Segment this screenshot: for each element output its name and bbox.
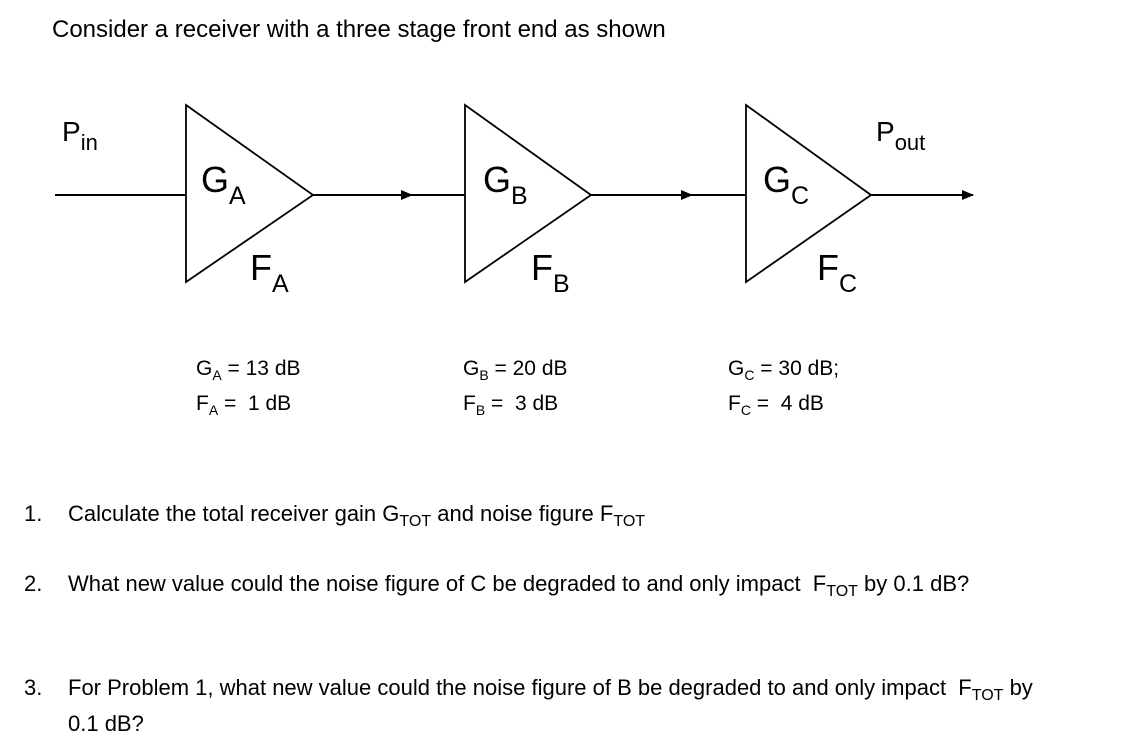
nf-c-sub: C xyxy=(839,270,858,298)
subscript: TOT xyxy=(826,583,858,600)
param-base: F xyxy=(196,392,209,415)
pout-label: Pout xyxy=(876,116,925,154)
nf-b-label: FB xyxy=(531,247,570,297)
question-3: 3. For Problem 1, what new value could t… xyxy=(24,671,1064,740)
pout-sub: out xyxy=(894,130,926,155)
subscript: TOT xyxy=(399,513,432,530)
question-text: Calculate the total receiver gain GTOT a… xyxy=(68,497,1114,533)
pin-sub: in xyxy=(80,130,98,155)
question-1: 1. Calculate the total receiver gain GTO… xyxy=(24,497,1114,533)
nf-c-base: F xyxy=(817,247,839,288)
param-nf-b: FB = 3 dB xyxy=(463,387,568,422)
param-gain-c: GC = 30 dB; xyxy=(728,352,839,387)
nf-b-sub: B xyxy=(553,270,570,298)
gain-c-base: G xyxy=(763,159,792,200)
param-sub: A xyxy=(212,367,222,383)
gain-a-label: GA xyxy=(201,159,246,209)
param-nf-c: FC = 4 dB xyxy=(728,387,839,422)
param-sub: B xyxy=(479,367,489,383)
question-2: 2. What new value could the noise figure… xyxy=(24,567,1104,603)
param-value: = 4 dB xyxy=(750,392,824,415)
subscript: TOT xyxy=(613,513,646,530)
params-stage-c: GC = 30 dB; FC = 4 dB xyxy=(728,352,839,422)
param-base: G xyxy=(463,357,480,380)
gain-b-sub: B xyxy=(511,182,528,210)
param-gain-a: GA = 13 dB xyxy=(196,352,301,387)
param-value: = 3 dB xyxy=(485,392,559,415)
param-base: F xyxy=(728,392,741,415)
nf-c-label: FC xyxy=(817,247,857,297)
pin-base: P xyxy=(62,116,81,147)
nf-a-base: F xyxy=(250,247,272,288)
gain-c-label: GC xyxy=(763,159,809,209)
block-diagram xyxy=(55,103,974,284)
amplifier-b-triangle xyxy=(464,103,593,284)
question-number: 3. xyxy=(24,675,43,700)
gain-a-base: G xyxy=(201,159,230,200)
param-value: = 20 dB xyxy=(488,357,568,380)
amplifier-c-triangle xyxy=(745,103,873,284)
nf-a-sub: A xyxy=(272,270,289,298)
param-sub: C xyxy=(744,367,755,383)
text-part: What new value could the noise figure of… xyxy=(68,571,827,596)
question-text: For Problem 1, what new value could the … xyxy=(68,671,1064,740)
nf-b-base: F xyxy=(531,247,553,288)
text-part: Calculate the total receiver gain G xyxy=(68,501,400,526)
param-gain-b: GB = 20 dB xyxy=(463,352,568,387)
param-value: = 1 dB xyxy=(218,392,292,415)
text-part: For Problem 1, what new value could the … xyxy=(68,675,972,700)
param-sub: A xyxy=(208,402,219,418)
param-value: = 13 dB xyxy=(221,357,301,380)
param-nf-a: FA = 1 dB xyxy=(196,387,301,422)
subscript: TOT xyxy=(971,687,1004,704)
amplifier-a-triangle xyxy=(185,103,315,284)
question-text: What new value could the noise figure of… xyxy=(68,567,1104,603)
param-sub: B xyxy=(475,402,486,418)
pin-label: Pin xyxy=(62,116,98,154)
question-number: 1. xyxy=(24,501,43,526)
param-value: = 30 dB; xyxy=(754,357,840,380)
question-number: 2. xyxy=(24,571,43,596)
param-base: G xyxy=(728,357,745,380)
params-stage-a: GA = 13 dB FA = 1 dB xyxy=(196,352,301,422)
text-part: by 0.1 dB? xyxy=(68,675,1033,736)
gain-b-base: G xyxy=(483,159,512,200)
text-part: by 0.1 dB? xyxy=(857,571,970,596)
params-stage-b: GB = 20 dB FB = 3 dB xyxy=(463,352,568,422)
param-base: G xyxy=(196,357,213,380)
param-sub: C xyxy=(740,402,751,418)
gain-b-label: GB xyxy=(483,159,528,209)
pout-base: P xyxy=(876,116,895,147)
gain-a-sub: A xyxy=(229,182,246,210)
intro-text: Consider a receiver with a three stage f… xyxy=(52,16,666,43)
nf-a-label: FA xyxy=(250,247,289,297)
param-base: F xyxy=(463,392,476,415)
gain-c-sub: C xyxy=(791,182,810,210)
text-part: and noise figure F xyxy=(431,501,614,526)
